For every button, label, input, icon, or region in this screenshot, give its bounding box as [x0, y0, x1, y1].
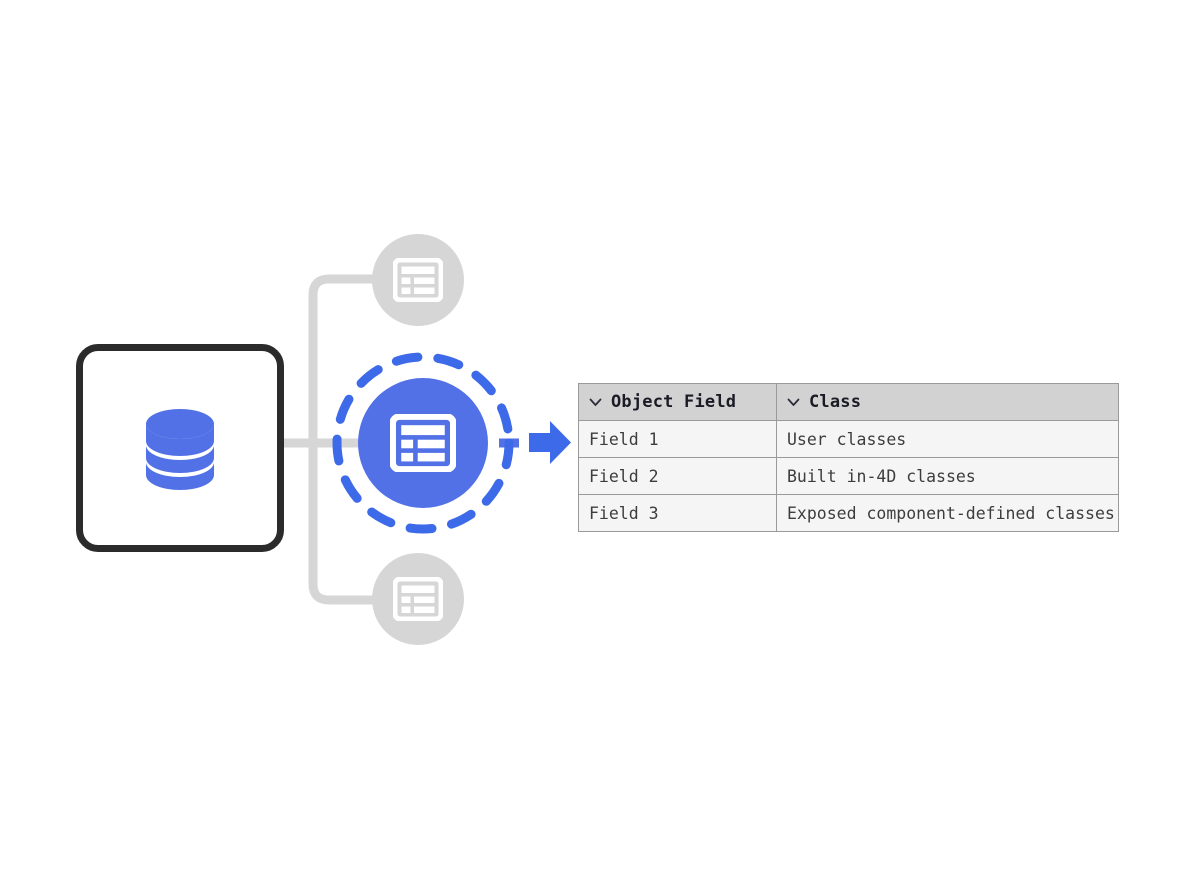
- table-row[interactable]: Field 1 User classes: [578, 420, 1119, 458]
- column-header-label: Class: [809, 392, 862, 412]
- table-icon: [393, 258, 443, 302]
- cell-object-field: Field 3: [578, 494, 777, 532]
- table-header-row: Object Field Class: [578, 383, 1119, 421]
- chevron-down-icon[interactable]: [787, 398, 800, 407]
- cell-class: Exposed component-defined classes: [776, 494, 1119, 532]
- column-header-label: Object Field: [611, 392, 737, 412]
- cell-object-field: Field 1: [578, 420, 777, 458]
- arrow-right-icon: [529, 421, 571, 464]
- cell-class: Built in-4D classes: [776, 457, 1119, 495]
- branch-node-bottom[interactable]: [372, 553, 464, 645]
- branch-node-selected[interactable]: [331, 351, 515, 535]
- cell-class: User classes: [776, 420, 1119, 458]
- database-source-box[interactable]: [76, 344, 284, 552]
- branch-node-top[interactable]: [372, 234, 464, 326]
- table-icon: [393, 577, 443, 621]
- selection-ring: [332, 352, 514, 534]
- table-icon: [390, 414, 456, 472]
- column-header-class[interactable]: Class: [776, 383, 1119, 421]
- cell-object-field: Field 2: [578, 457, 777, 495]
- selected-node-circle: [358, 378, 488, 508]
- database-icon: [146, 409, 214, 490]
- table-row[interactable]: Field 2 Built in-4D classes: [578, 457, 1119, 495]
- chevron-down-icon[interactable]: [589, 398, 602, 407]
- object-field-class-table: Object Field Class Fiel: [578, 383, 1119, 532]
- table-row[interactable]: Field 3 Exposed component-defined classe…: [578, 494, 1119, 532]
- column-header-object-field[interactable]: Object Field: [578, 383, 777, 421]
